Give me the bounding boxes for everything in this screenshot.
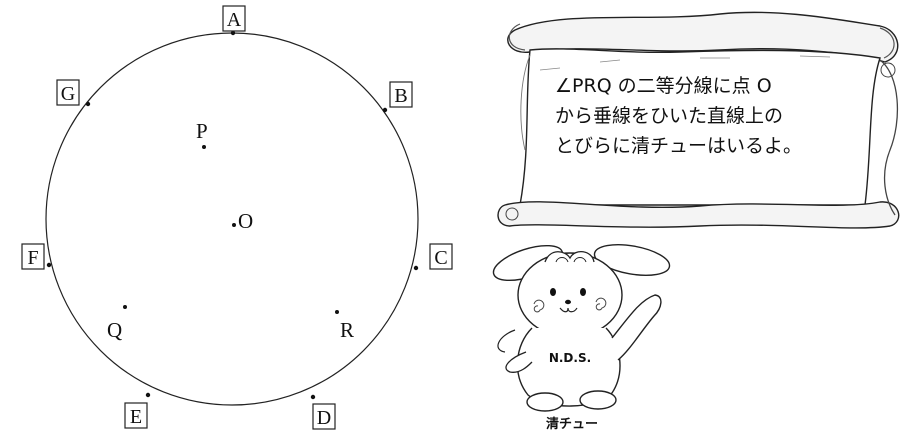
point-r-label: R — [340, 318, 354, 342]
door-point-g — [85, 101, 91, 107]
scroll-line-2: から垂線をひいた直線上の — [555, 105, 783, 127]
point-p-label: P — [196, 119, 208, 143]
door-label-b-text: B — [394, 85, 407, 107]
door-label-c[interactable]: C — [429, 243, 453, 270]
right-foot — [579, 390, 617, 410]
door-label-a[interactable]: A — [222, 5, 246, 32]
point-q: Q — [107, 305, 127, 342]
door-point-e — [145, 392, 151, 398]
head — [517, 252, 623, 338]
door-label-g[interactable]: G — [56, 79, 80, 106]
door-point-a — [230, 30, 236, 36]
door-label-d[interactable]: D — [312, 403, 336, 430]
door-point-b — [382, 107, 388, 113]
door-label-b[interactable]: B — [389, 81, 413, 108]
point-p: P — [196, 119, 208, 149]
scroll-line-3: とびらに清チューはいるよ。 — [555, 135, 802, 157]
left-foot — [526, 392, 564, 412]
door-label-g-text: G — [61, 83, 75, 105]
point-o: O — [232, 209, 253, 233]
nose — [565, 299, 571, 305]
door-label-a-text: A — [227, 9, 242, 31]
door-point-d — [310, 394, 316, 400]
scroll: ∠PRQ の二等分線に点 O から垂線をひいた直線上の とびらに清チューはいるよ… — [497, 11, 900, 229]
raised-arm — [611, 294, 662, 361]
right-ear — [593, 244, 671, 276]
door-label-f[interactable]: F — [21, 243, 45, 270]
left-eye — [550, 288, 556, 296]
door-label-e-text: E — [130, 406, 142, 428]
door-label-f-text: F — [27, 247, 38, 269]
point-o-label: O — [238, 209, 253, 233]
door-points — [46, 30, 419, 400]
shirt-text: N.D.S. — [549, 351, 591, 365]
door-label-c-text: C — [434, 247, 447, 269]
door-circle — [45, 32, 419, 406]
door-label-e[interactable]: E — [124, 402, 148, 429]
door-label-d-text: D — [317, 407, 331, 429]
door-point-f — [46, 262, 52, 268]
right-eye — [580, 288, 586, 296]
scroll-line-1: ∠PRQ の二等分線に点 O — [555, 75, 772, 97]
door-point-c — [413, 265, 419, 271]
point-q-label: Q — [107, 318, 122, 342]
character-name: 清チュー — [546, 416, 598, 432]
character-illustration: N.D.S. 清チュー — [492, 244, 671, 432]
point-r: R — [335, 310, 354, 342]
